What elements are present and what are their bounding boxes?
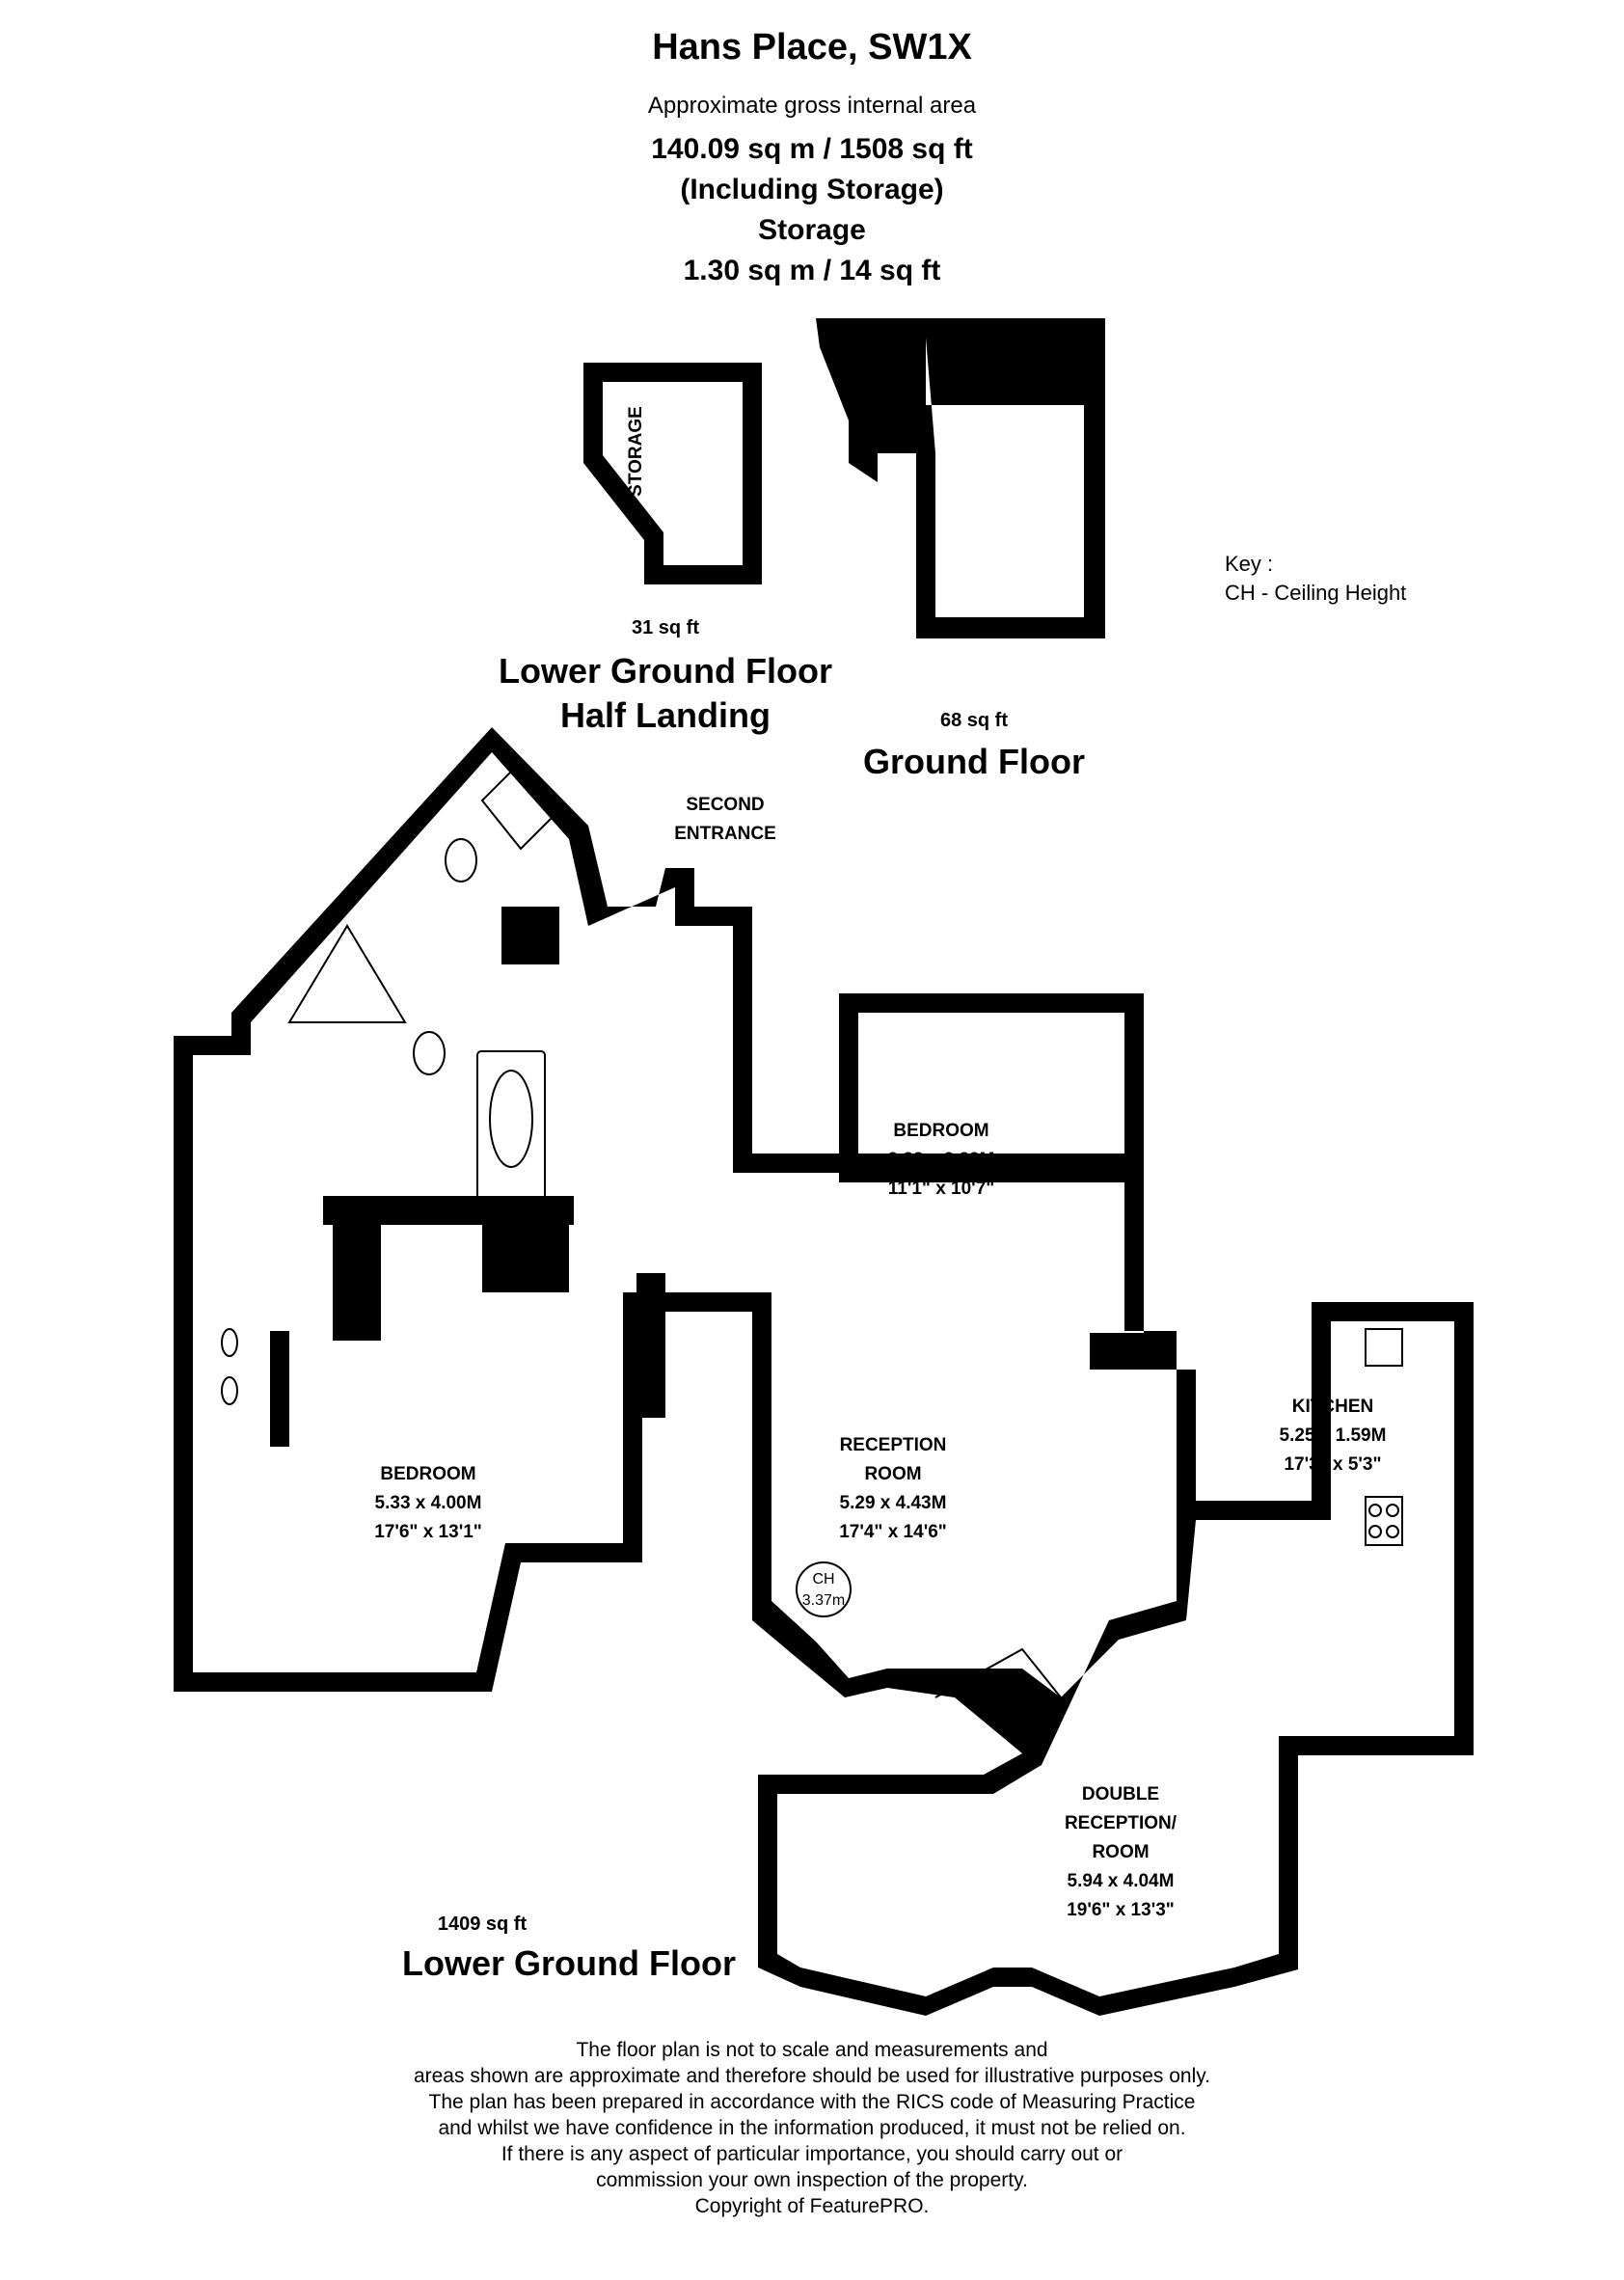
ground-floor-label: 68 sq ft Ground Floor xyxy=(829,710,1119,784)
double-reception-name-line3: ROOM xyxy=(1092,1842,1149,1862)
disclaimer-line: commission your own inspection of the pr… xyxy=(596,2169,1028,2191)
storage-room-label: STORAGE xyxy=(626,406,646,497)
kitchen-imperial: 17'3" x 5'3" xyxy=(1284,1454,1381,1475)
ceiling-height-label: CH xyxy=(812,1571,834,1588)
bedroom-large-imperial: 17'6" x 13'1" xyxy=(374,1522,482,1542)
half-landing-sqft: 31 sq ft xyxy=(631,617,700,638)
lower-ground-name: Lower Ground Floor xyxy=(402,1943,736,1983)
bedroom-small-imperial: 11'1" x 10'7" xyxy=(888,1179,995,1199)
second-entrance-line2: ENTRANCE xyxy=(674,824,776,844)
ground-floor-name: Ground Floor xyxy=(863,742,1085,781)
half-landing-name-line2: Half Landing xyxy=(560,695,771,735)
double-reception-imperial: 19'6" x 13'3" xyxy=(1067,1900,1175,1920)
bedroom-large-metric: 5.33 x 4.00M xyxy=(375,1493,482,1513)
kitchen-name: KITCHEN xyxy=(1292,1397,1373,1417)
half-landing-label: 31 sq ft Lower Ground Floor Half Landing xyxy=(482,617,849,738)
kitchen-metric: 5.25 x 1.59M xyxy=(1280,1425,1387,1446)
legend-key: Key : CH - Ceiling Height xyxy=(1225,550,1406,608)
including-storage-note: (Including Storage) xyxy=(680,174,944,205)
disclaimer-line: areas shown are approximate and therefor… xyxy=(413,2065,1211,2087)
reception-imperial: 17'4" x 14'6" xyxy=(839,1522,947,1542)
bedroom-small-metric: 3.38 x 3.23M xyxy=(888,1150,995,1170)
legend-key-title: Key : xyxy=(1225,552,1274,576)
storage-area: 1.30 sq m / 14 sq ft xyxy=(683,255,941,286)
reception-name-line2: ROOM xyxy=(864,1464,921,1484)
lower-ground-walls xyxy=(174,727,1474,2016)
half-landing-name-line1: Lower Ground Floor xyxy=(499,651,832,691)
area-subtitle: Approximate gross internal area xyxy=(647,93,977,119)
ground-floor-walls xyxy=(816,318,1105,638)
ceiling-height-value: 3.37m xyxy=(802,1592,845,1609)
disclaimer-line: If there is any aspect of particular imp… xyxy=(501,2143,1123,2165)
reception-name-line1: RECEPTION xyxy=(840,1435,947,1455)
bedroom-small-name: BEDROOM xyxy=(893,1121,988,1141)
disclaimer-line: The floor plan is not to scale and measu… xyxy=(576,2039,1048,2061)
lower-ground-sqft: 1409 sq ft xyxy=(437,1914,528,1935)
double-reception-name-line1: DOUBLE xyxy=(1082,1784,1159,1805)
disclaimer-line: The plan has been prepared in accordance… xyxy=(428,2091,1196,2113)
disclaimer: The floor plan is not to scale and measu… xyxy=(0,2037,1624,2219)
storage-label: Storage xyxy=(758,214,866,246)
disclaimer-line: Copyright of FeaturePRO. xyxy=(694,2195,930,2217)
half-landing-walls xyxy=(583,363,762,584)
reception-metric: 5.29 x 4.43M xyxy=(840,1493,947,1513)
double-reception-metric: 5.94 x 4.04M xyxy=(1068,1871,1175,1891)
total-area: 140.09 sq m / 1508 sq ft xyxy=(651,133,973,165)
bedroom-large-name: BEDROOM xyxy=(380,1464,475,1484)
second-entrance-line1: SECOND xyxy=(686,795,764,815)
double-reception-name-line2: RECEPTION/ xyxy=(1065,1813,1177,1833)
lower-ground-floor-label: 1409 sq ft Lower Ground Floor xyxy=(386,1914,752,1986)
ground-floor-sqft: 68 sq ft xyxy=(939,710,1009,731)
disclaimer-line: and whilst we have confidence in the inf… xyxy=(438,2117,1186,2139)
legend-key-item: CH - Ceiling Height xyxy=(1225,581,1407,605)
page-title: Hans Place, SW1X xyxy=(652,27,972,68)
